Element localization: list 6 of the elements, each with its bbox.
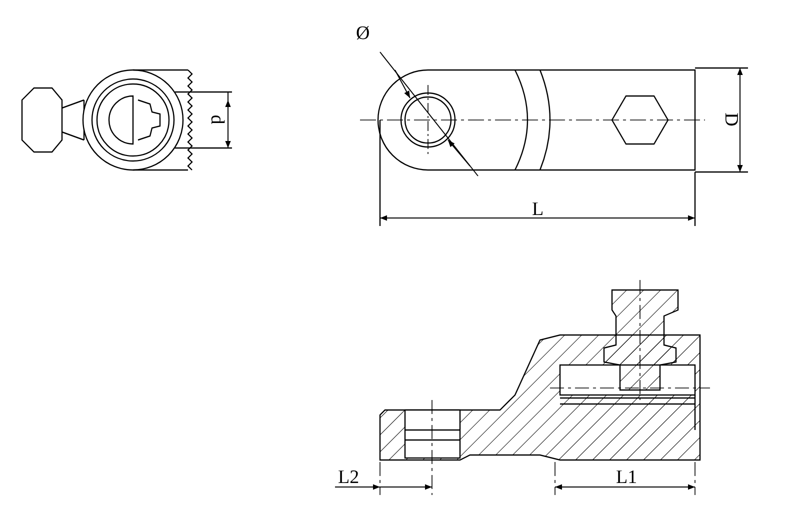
dimension-label: L2 (338, 468, 360, 487)
dimension-label: D (721, 112, 740, 126)
diameter-label: Ø (356, 24, 370, 43)
dimension-label: L (532, 200, 544, 219)
dimension-label: d (207, 114, 226, 124)
dimension-label: L1 (616, 468, 638, 487)
